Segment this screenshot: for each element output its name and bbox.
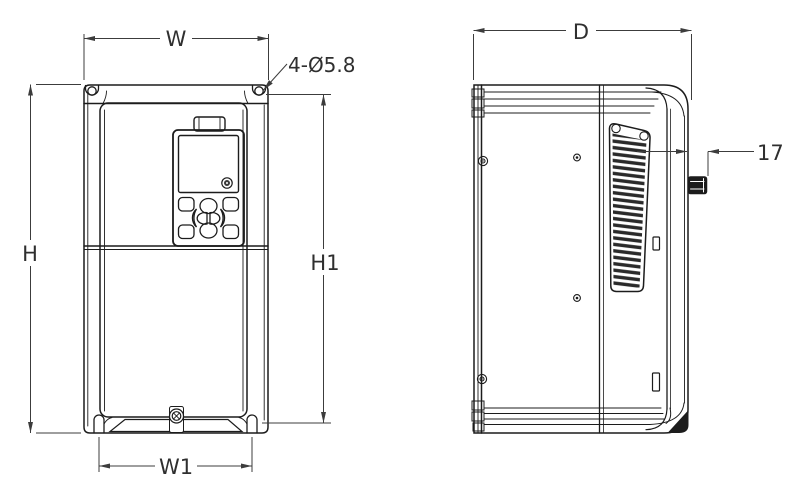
dimensions: W 4-Ø5.8 H H1 W1	[15, 19, 784, 479]
keypad-button-bottom-right	[222, 224, 240, 240]
dimension-width: W	[83, 26, 269, 80]
front-cover-seam	[598, 84, 604, 434]
bottom-foot-wedge	[667, 410, 689, 433]
keypad-top-tab	[193, 116, 226, 132]
keypad-button-top-left	[177, 196, 195, 212]
side-screw-bottom	[476, 373, 488, 385]
mounting-slot-bottom-left	[93, 414, 105, 434]
dim-label-h: H	[22, 242, 38, 266]
mounting-slot-bottom-right	[246, 414, 258, 434]
dim-label-d: D	[573, 20, 589, 44]
mounting-hole-callout: 4-Ø5.8	[263, 53, 356, 91]
dimension-depth: D	[473, 19, 692, 100]
dim-label-hole-note: 4-Ø5.8	[288, 53, 356, 77]
dimension-height: H	[15, 84, 81, 434]
side-top-edge-lines	[483, 91, 685, 117]
grille-screw-right	[639, 131, 649, 141]
keypad-button-center-right	[209, 211, 221, 225]
dim-label-h1: H1	[310, 251, 339, 275]
vent-grille	[608, 123, 651, 293]
keypad-display	[177, 134, 240, 194]
pilot-hole-top	[573, 153, 581, 162]
side-slot-upper	[652, 236, 661, 251]
pilot-hole-bottom	[573, 294, 581, 302]
dimension-knob-protrusion: 17	[637, 141, 784, 176]
side-slot-lower	[651, 372, 661, 392]
front-bezel-seam	[645, 87, 685, 431]
keypad-led	[221, 177, 233, 189]
bottom-screw	[168, 408, 185, 424]
side-bottom-edge-lines	[483, 402, 685, 425]
keypad-button-up	[199, 197, 218, 215]
keypad-buttons	[177, 196, 240, 240]
side-view	[471, 84, 708, 434]
grille-screw-left	[611, 123, 621, 134]
keypad-button-top-right	[222, 196, 240, 212]
dim-label-17: 17	[757, 141, 784, 165]
mounting-hole-top-left	[84, 84, 100, 96]
keypad-button-bottom-left	[177, 224, 195, 240]
keypad-button-down	[199, 222, 218, 239]
front-view	[83, 84, 269, 434]
dimension-height-h1: H1	[262, 94, 344, 424]
back-mounting-plate	[471, 84, 485, 434]
keypad-button-center-left	[196, 211, 208, 225]
dimension-width-w1: W1	[98, 437, 253, 479]
keypad-button-left-crescent	[191, 208, 198, 228]
front-knob	[687, 176, 708, 195]
bottom-gland-plate	[108, 418, 244, 433]
keypad	[172, 116, 245, 247]
dim-label-w: W	[166, 27, 187, 51]
side-screw-top	[477, 155, 489, 167]
dim-label-w1: W1	[159, 455, 193, 479]
keypad-button-right-crescent	[219, 208, 226, 228]
keypad-panel	[172, 129, 245, 247]
